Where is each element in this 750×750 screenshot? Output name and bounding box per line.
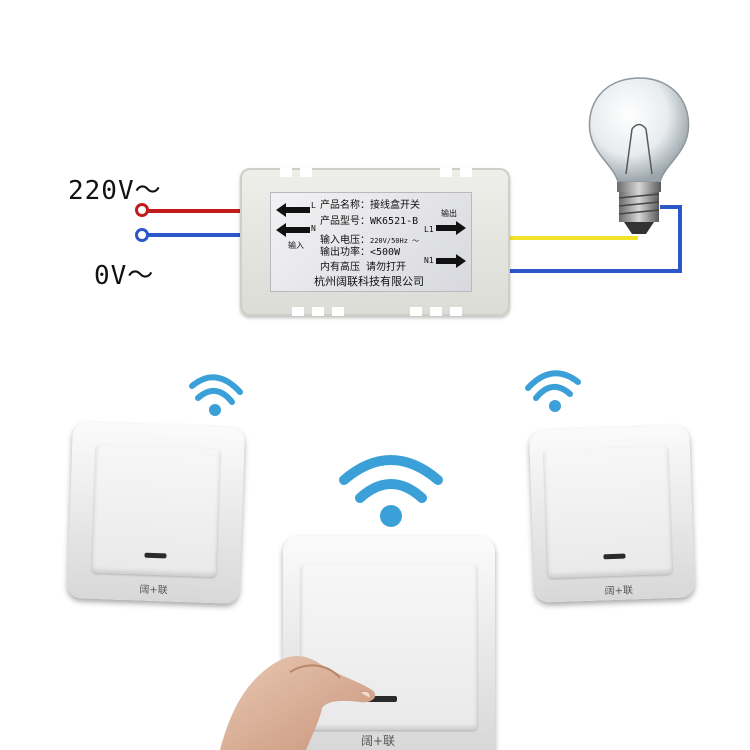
- hand: [220, 656, 376, 750]
- terminal-l1-label: L1: [424, 225, 434, 234]
- output-power: 输出功率：<500W: [320, 247, 401, 258]
- indicator-left: [144, 552, 167, 559]
- input-label: 输入: [288, 241, 304, 250]
- arrow-left-icon: [276, 223, 310, 237]
- arrow-right-icon: [436, 254, 466, 268]
- product-name: 产品名称：接线盒开关: [320, 200, 420, 211]
- brand-label-left: 阔+联: [139, 584, 168, 597]
- input-voltage: 输入电压：220V/50Hz ～: [320, 228, 419, 247]
- product-model: 产品型号：WK6521-B: [320, 216, 419, 227]
- live-terminal: [135, 203, 149, 217]
- terminal-l-label: L: [311, 201, 316, 210]
- neutral-out-wire-v: [678, 205, 682, 273]
- output-label: 输出: [441, 209, 457, 218]
- terminal-n-label: N: [311, 224, 316, 233]
- input-voltage-value: 220V/50Hz ～: [370, 237, 420, 245]
- wireless-switch-right[interactable]: 阔+联: [529, 425, 695, 603]
- live-wire: [148, 209, 244, 213]
- wifi-icon: [339, 455, 443, 527]
- load-wire: [510, 236, 638, 240]
- receiver-label-plate: [270, 192, 472, 292]
- high-voltage-warning: 内有高压 请勿打开: [320, 262, 407, 273]
- brand-label-center: 阔+联: [361, 734, 396, 748]
- indicator-right: [603, 553, 626, 560]
- neutral-voltage-label: 0V～: [94, 261, 155, 291]
- live-voltage-label: 220V～: [68, 176, 162, 206]
- wifi-icon: [189, 374, 243, 416]
- indicator-center: [367, 696, 397, 702]
- neutral-out-wire-h: [510, 269, 682, 273]
- neutral-out-wire-top: [660, 205, 682, 209]
- input-voltage-label: 输入电压：: [320, 235, 370, 246]
- wifi-icon: [525, 370, 581, 412]
- neutral-terminal: [135, 228, 149, 242]
- manufacturer: 杭州阔联科技有限公司: [314, 275, 424, 288]
- terminal-n1-label: N1: [424, 256, 434, 265]
- neutral-wire: [148, 233, 244, 237]
- wireless-switch-left[interactable]: 阔+联: [66, 422, 246, 604]
- arrow-right-icon: [436, 221, 466, 235]
- brand-label-right: 阔+联: [604, 585, 634, 598]
- light-bulb-icon: [588, 77, 690, 234]
- arrow-left-icon: [276, 203, 310, 217]
